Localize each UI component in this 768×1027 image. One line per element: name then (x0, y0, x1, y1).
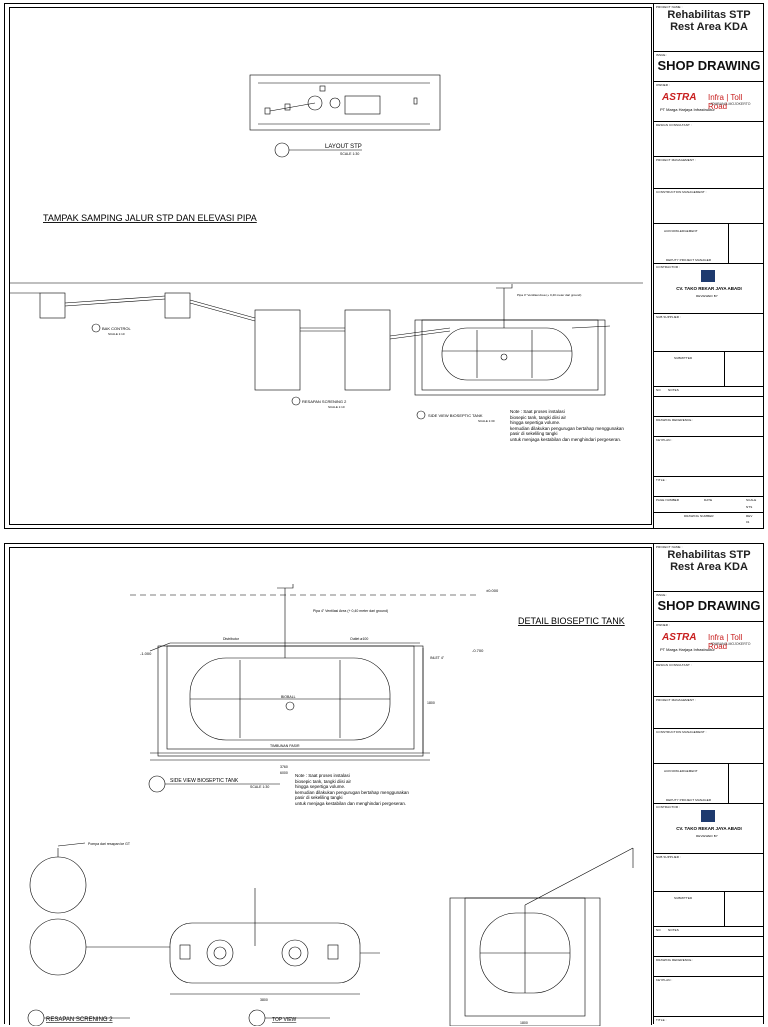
bak-control-scale: SCALE 1:10 (108, 332, 125, 336)
owner-label: OWNER : (656, 83, 670, 87)
resapan-label: RESAPAN SCRENING 2 (302, 399, 347, 404)
deputy-pm-label: DEPUTY PROJECT MANAGER (666, 258, 712, 262)
no-label: NO (656, 928, 661, 932)
side-view-label: SIDE VIEW BIOSEPTIC TANK (428, 413, 483, 418)
elevation-right: -0.700 (472, 648, 484, 653)
side-view-scale: SCALE 1:30 (478, 419, 495, 423)
issue-value: SHOP DRAWING (657, 598, 761, 613)
rev-value: 01 (746, 520, 750, 524)
detail-title: DETAIL BIOSEPTIC TANK (518, 616, 625, 626)
design-consultant-label: DESIGN CONSULTANT : (656, 663, 692, 667)
drawing-reference-label: DRAWING REFERENCE : (656, 958, 694, 962)
reviewed-by-label: REVIEWED BY (696, 294, 718, 298)
design-consultant-label: DESIGN CONSULTANT : (656, 123, 692, 127)
notes-label: NOTES (668, 388, 679, 392)
drawing-frame: LAYOUT STP SCALE 1:30 TAMPAK SAMPING JAL… (9, 7, 652, 525)
contractor-logo (701, 270, 715, 282)
drawing-number-label: DRAWING NUMBER (684, 514, 714, 518)
title-block: PROJECT NAME : Rehabilitas STP Rest Area… (653, 4, 764, 528)
page-number-label: PAGE NUMBER (656, 498, 680, 502)
bioseptic-detail-drawing: DETAIL BIOSEPTIC TANK ±0.000 -1.000 -0.7… (27, 584, 634, 1026)
project-name: Rehabilitas STP Rest Area KDA (667, 9, 751, 33)
side-view-scale: SCALE 1:30 (250, 785, 269, 789)
scale-label: SCALE (746, 498, 757, 502)
drawing-sheet-1: LAYOUT STP SCALE 1:30 TAMPAK SAMPING JAL… (4, 3, 764, 529)
notes-label: NOTES (668, 928, 679, 932)
scale-value: NTS (746, 505, 753, 509)
layout-stp-title: LAYOUT STP (325, 144, 362, 150)
keyplan-label: KEYPLAN : (656, 978, 673, 982)
acknowledgement-label: ACKNOWLEDGEMENT (664, 229, 698, 233)
astra-infra-logo: ASTRA Infra | Toll Road JOMBANG-MOJOKERT… (662, 632, 751, 651)
no-label: NO (656, 388, 661, 392)
side-view-label: SIDE VIEW BIOSEPTIC TANK (170, 778, 239, 784)
rev-label: REV (746, 514, 753, 518)
contractor-name: CV. TAKO REKAR JAYA ABADI (676, 286, 742, 291)
title-label: TITLE : (656, 1018, 667, 1022)
astra-infra-logo: ASTRA Infra | Toll Road JOMBANG-MOJOKERT… (662, 92, 751, 111)
bottom-dim: 1800 (520, 1021, 528, 1025)
issue-label: ISSUE : (656, 593, 668, 597)
project-name-label: PROJECT NAME : (656, 5, 683, 9)
resapan-scale: SCALE 1:10 (328, 405, 345, 409)
issue-label: ISSUE : (656, 53, 668, 57)
owner-label: OWNER : (656, 623, 670, 627)
resapan-label: RESAPAN SCRENING 2 (46, 1017, 113, 1023)
project-name: Rehabilitas STP Rest Area KDA (667, 549, 751, 573)
drawing-reference-label: DRAWING REFERENCE : (656, 418, 694, 422)
project-management-label: PROJECT MANAGEMENT : (656, 698, 696, 702)
contractor-label: CONTRACTOR : (656, 265, 680, 269)
issue-value: SHOP DRAWING (657, 58, 761, 73)
main-section-title: TAMPAK SAMPING JALUR STP DAN ELEVASI PIP… (43, 213, 257, 223)
layout-stp-outline (249, 74, 441, 131)
sub-supplier-label: SUB SUPPLIER : (656, 315, 681, 319)
submitted-label: SUBMITTED (674, 356, 693, 360)
title-block: PROJECT NAME : Rehabilitas STP Rest Area… (653, 544, 764, 1024)
project-name-label: PROJECT NAME : (656, 545, 683, 549)
vent-note: Pipa 4" Ventilasi Area (+ 0,40 meter dar… (517, 293, 581, 297)
dim-height: 1800 (427, 701, 435, 705)
sub-supplier-label: SUB SUPPLIER : (656, 855, 681, 859)
inlet-label: INLET 4" (430, 656, 445, 660)
construction-management-label: CONSTRUCTION MANAGEMENT : (656, 190, 707, 194)
layout-stp-scale: SCALE 1:30 (340, 152, 359, 156)
top-dim: 3800 (260, 998, 268, 1002)
project-management-label: PROJECT MANAGEMENT : (656, 158, 696, 162)
top-view-label: TOP VIEW (272, 1017, 297, 1023)
drawing-frame: DETAIL BIOSEPTIC TANK ±0.000 -1.000 -0.7… (9, 547, 652, 1026)
dim-outer: 6000 (280, 771, 288, 775)
date-label: DATE (704, 498, 713, 502)
dim-inner: 3760 (280, 765, 288, 769)
keyplan-label: KEYPLAN : (656, 438, 673, 442)
owner-company: PT Marga Harjaya Infrastruktur (660, 107, 715, 112)
bioball-label: BIOBALL (281, 695, 296, 699)
distributor-label: Distributor (223, 637, 240, 641)
stp-side-drawing: LAYOUT STP SCALE 1:30 TAMPAK SAMPING JAL… (10, 74, 643, 423)
construction-management-label: CONSTRUCTION MANAGEMENT : (656, 730, 707, 734)
pompa-note: Pompa dari resapan ke GT (88, 842, 131, 846)
deputy-pm-label: DEPUTY PROJECT MANAGER (666, 798, 712, 802)
drawing-sheet-2: DETAIL BIOSEPTIC TANK ±0.000 -1.000 -0.7… (4, 543, 764, 1026)
elevation-top: ±0.000 (486, 588, 499, 593)
elevation-left: -1.000 (140, 651, 152, 656)
contractor-label: CONTRACTOR : (656, 805, 680, 809)
sand-fill-label: TIMBUNAN PASIR (270, 744, 300, 748)
acknowledgement-label: ACKNOWLEDGEMENT (664, 769, 698, 773)
reviewed-by-label: REVIEWED BY (696, 834, 718, 838)
title-label: TITLE : (656, 478, 667, 482)
submitted-label: SUBMITTED (674, 896, 693, 900)
owner-company: PT Marga Harjaya Infrastruktur (660, 647, 715, 652)
contractor-logo (701, 810, 715, 822)
bak-control-label: BAK CONTROL (102, 326, 131, 331)
contractor-name: CV. TAKO REKAR JAYA ABADI (676, 826, 742, 831)
vent-note: Pipa 4" Ventilasi Area (+ 0,40 meter dar… (313, 609, 388, 613)
outlet-label: Outlet ø100 (350, 637, 368, 641)
